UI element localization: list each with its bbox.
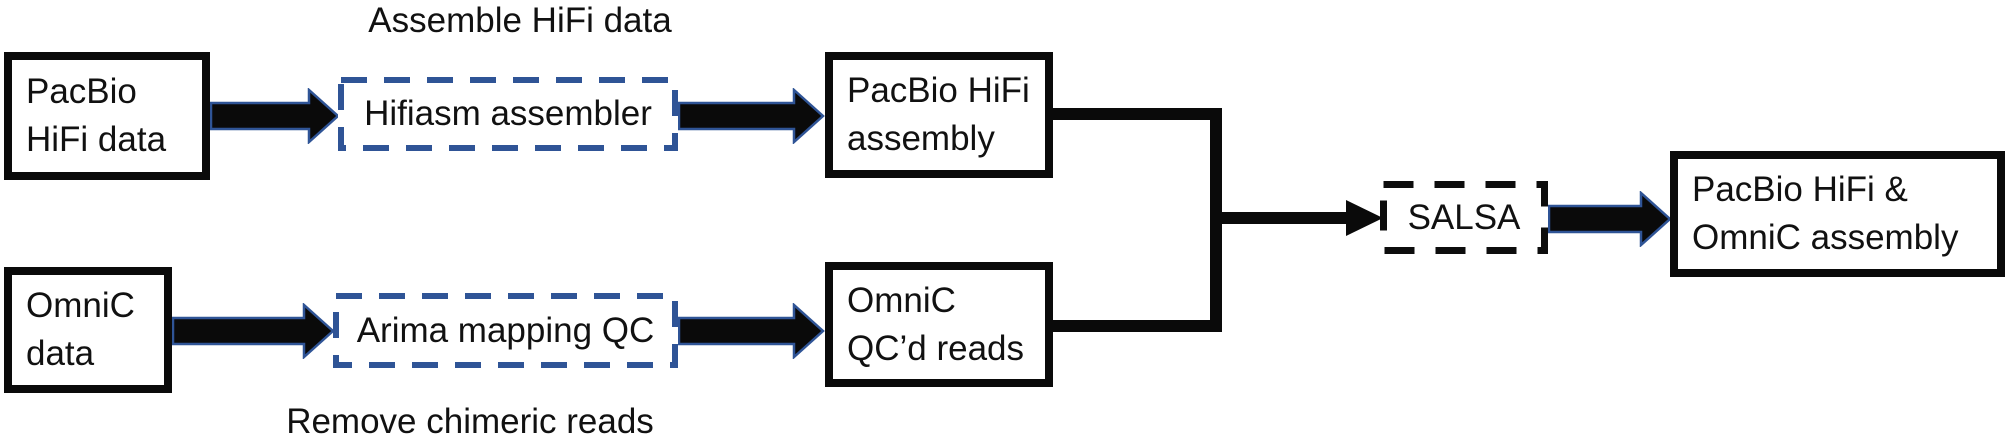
node-salsa: SALSA [1380,181,1548,254]
node-omnic-qcd-reads-line1: OmniC [847,280,956,320]
node-pacbio-hifi-data-line2: HiFi data [26,120,167,159]
node-omnic-qcd-reads-line2: QC’d reads [847,328,1025,368]
node-hifiasm-assembler: Hifiasm assembler [338,77,678,151]
arrow-arima-to-omnic-reads [678,303,825,359]
node-final-assembly: PacBio HiFi & OmniC assembly [1670,151,2005,277]
node-pacbio-hifi-data-line1: PacBio [26,72,137,111]
label-remove-chimeric-reads: Remove chimeric reads [286,402,654,441]
node-pacbio-hifi-assembly-line1: PacBio HiFi [847,71,1030,110]
arrow-hifiasm-to-pacbio-assembly [678,88,825,144]
arima-dashed-border [333,293,678,368]
node-pacbio-hifi-assembly-line2: assembly [847,119,995,158]
node-omnic-data-line2: data [26,334,95,373]
arrow-salsa-to-final-assembly [1548,191,1672,247]
node-final-assembly-line2: OmniC assembly [1692,218,1959,257]
node-omnic-data-line1: OmniC [26,286,135,325]
label-assemble-hifi-data: Assemble HiFi data [368,1,672,40]
node-pacbio-hifi-data: PacBio HiFi data [4,52,210,180]
node-hifiasm-assembler-label: Hifiasm assembler [364,94,652,133]
node-arima-mapping-qc-label: Arima mapping QC [356,310,655,350]
node-salsa-label: SALSA [1407,197,1521,237]
salsa-dashed-border [1380,181,1548,254]
node-final-assembly-line1: PacBio HiFi & [1692,170,1908,209]
node-arima-mapping-qc: Arima mapping QC [333,293,678,368]
arrow-pacbio-data-to-hifiasm [210,88,340,144]
hifiasm-dashed-border [338,77,678,151]
node-omnic-data: OmniC data [4,267,172,393]
node-pacbio-hifi-assembly: PacBio HiFi assembly [825,52,1053,178]
arrow-omnic-data-to-arima [172,303,335,359]
node-omnic-qcd-reads: OmniC QC’d reads [825,262,1053,387]
